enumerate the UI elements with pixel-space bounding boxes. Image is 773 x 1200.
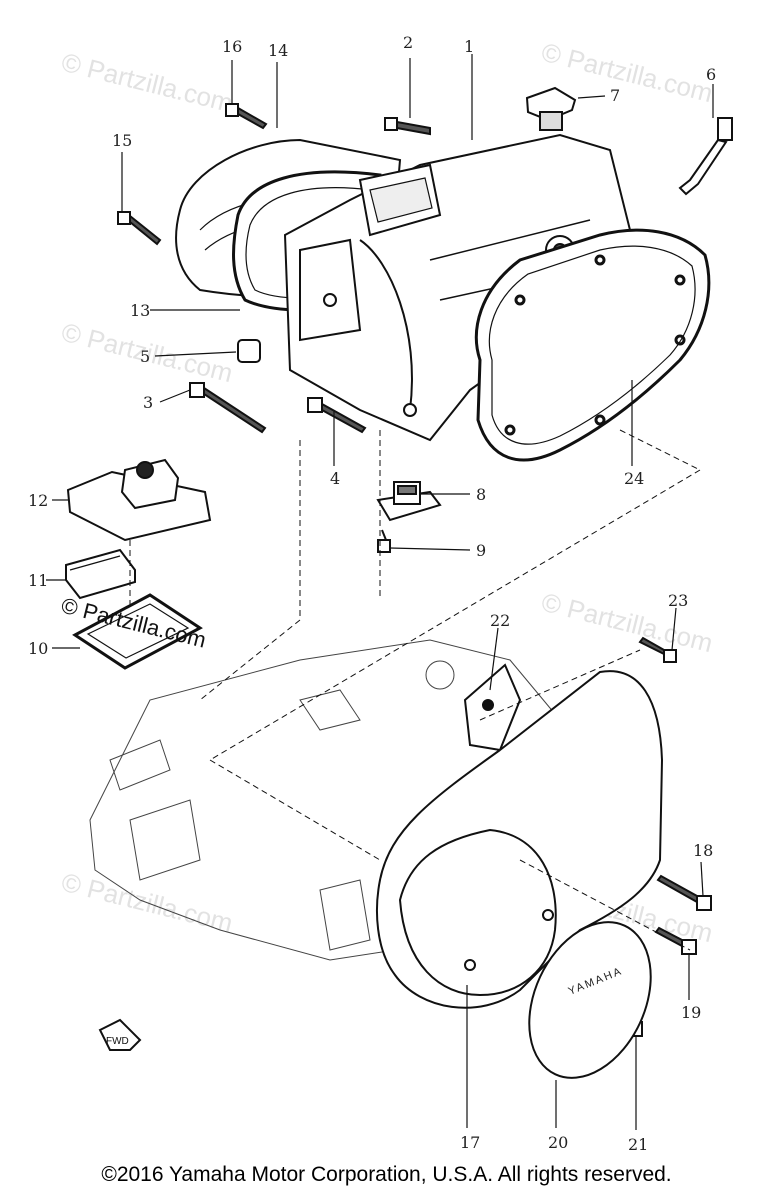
callout-14: 14 [268, 41, 288, 60]
callout-16: 16 [222, 37, 242, 56]
bolt-18 [656, 874, 712, 911]
callout-8: 8 [476, 485, 486, 504]
bolt-9 [377, 529, 391, 553]
assembly-dashes [129, 429, 701, 951]
bolt-23 [638, 636, 677, 663]
bolt-15 [117, 211, 162, 246]
callout-labels: 1 2 3 4 5 6 7 8 9 10 11 12 13 14 15 16 1… [28, 33, 716, 1154]
fwd-label: FWD [106, 1036, 129, 1047]
generator-cover: YAMAHA [528, 921, 652, 1079]
bolt-set [117, 103, 712, 1037]
callout-20: 20 [548, 1133, 568, 1152]
callout-13: 13 [130, 301, 150, 320]
crankcase-cover-right [376, 670, 664, 1009]
callout-10: 10 [28, 639, 48, 658]
callout-17: 17 [460, 1133, 480, 1152]
callout-4: 4 [330, 469, 340, 488]
bolt-2 [384, 117, 431, 136]
cover-plate [66, 458, 212, 542]
bolt-4 [307, 397, 367, 434]
bolt-19 [654, 926, 697, 955]
oil-filler-cap [525, 86, 577, 131]
callout-9: 9 [476, 541, 486, 560]
callout-2: 2 [403, 33, 413, 52]
crankcase-body [283, 133, 632, 442]
callout-3: 3 [143, 393, 153, 412]
plug [237, 339, 261, 363]
watermark: © Partzilla.com [539, 587, 716, 658]
bracket [463, 663, 522, 752]
watermark: © Partzilla.com [59, 47, 236, 118]
bolt-16 [225, 103, 268, 130]
callout-12: 12 [28, 491, 48, 510]
callout-5: 5 [140, 347, 150, 366]
callout-7: 7 [610, 86, 620, 105]
callout-21: 21 [628, 1135, 648, 1154]
callout-22: 22 [490, 611, 510, 630]
seal [65, 548, 136, 600]
callout-11: 11 [28, 571, 48, 590]
watermark-dark: © Partzilla.com [59, 593, 209, 653]
tachometer-drive-gear [678, 117, 733, 196]
callout-19: 19 [681, 1003, 701, 1022]
leader-lines [46, 54, 714, 1130]
copyright-notice: ©2016 Yamaha Motor Corporation, U.S.A. A… [101, 1163, 672, 1186]
callout-24: 24 [624, 469, 644, 488]
callout-23: 23 [668, 591, 688, 610]
callout-15: 15 [112, 131, 132, 150]
cable-guide [376, 481, 442, 522]
callout-18: 18 [693, 841, 713, 860]
forward-direction-mark: FWD [98, 1018, 142, 1051]
gasket-small [72, 593, 203, 670]
bolt-3 [189, 382, 267, 434]
callout-1: 1 [464, 37, 474, 56]
gasket-right [474, 228, 711, 462]
callout-6: 6 [706, 65, 716, 84]
